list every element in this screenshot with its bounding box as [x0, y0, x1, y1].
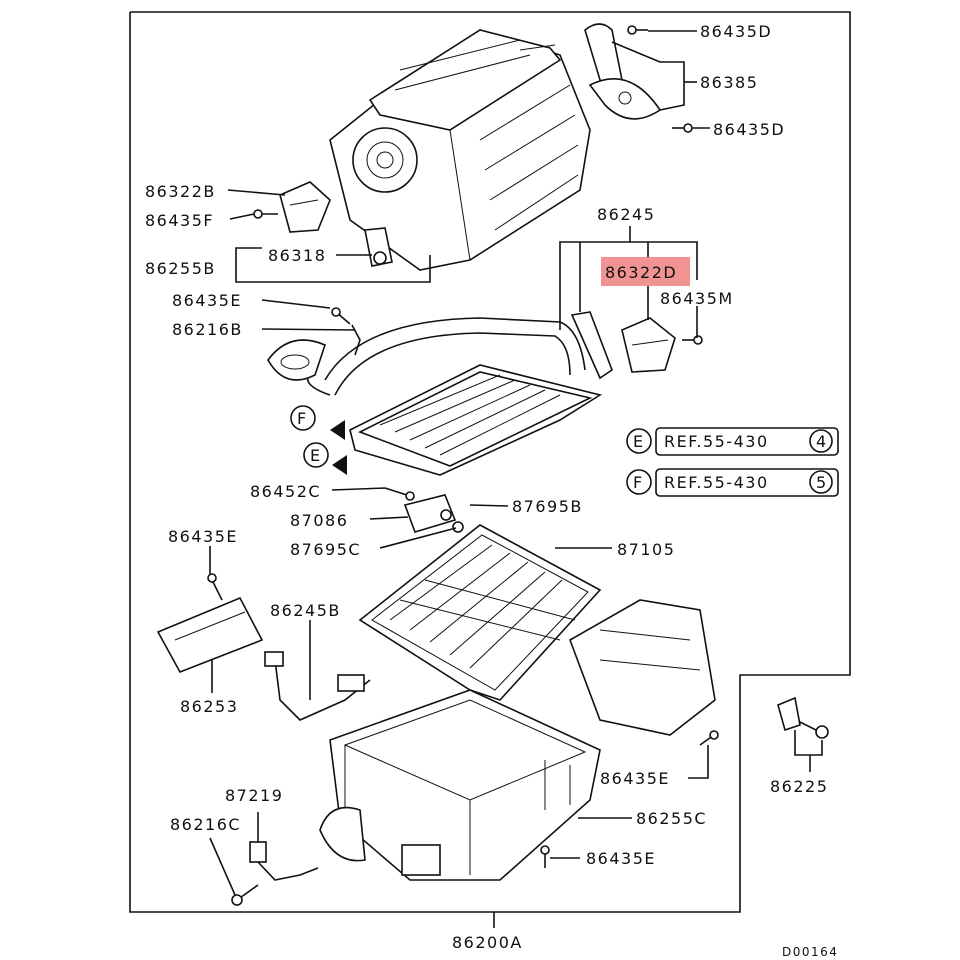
label-86322D: 86322D: [605, 263, 677, 282]
label-86435E-b: 86435E: [168, 527, 238, 546]
arrow-F: F: [290, 405, 345, 440]
heater-core: [306, 317, 603, 476]
label-86435D-mid: 86435D: [713, 120, 785, 139]
arrow-E-marker: E: [310, 446, 322, 465]
label-86245: 86245: [597, 205, 655, 224]
link-part-86385: [584, 23, 662, 120]
label-86452C: 86452C: [250, 482, 321, 501]
label-86255C: 86255C: [636, 809, 707, 828]
valve-87086: [403, 494, 457, 533]
ref-E-num: 4: [816, 432, 828, 451]
highlight-86322D: [601, 257, 690, 286]
label-86322B: 86322B: [145, 182, 216, 201]
screw-86435E-d: [540, 845, 550, 868]
ref-F-num: 5: [816, 473, 828, 492]
gasket-86216B: [267, 339, 326, 381]
arrow-E: E: [303, 442, 347, 475]
oring-87695B: [440, 509, 452, 521]
screw-86435E-c: [699, 730, 719, 746]
duct-right: [569, 599, 716, 736]
label-87695C: 87695C: [290, 540, 361, 559]
ref-F-marker: F: [633, 473, 644, 492]
link-86245: [570, 311, 613, 380]
blower-housing: [329, 29, 591, 271]
label-86253: 86253: [180, 697, 238, 716]
lower-housing-86200A: [319, 689, 601, 881]
evaporator-87105: [358, 524, 602, 701]
label-86318: 86318: [268, 246, 326, 265]
harness-86245B: [264, 651, 371, 721]
ref-box-F: F REF.55-430 5: [626, 468, 839, 497]
label-86435M: 86435M: [660, 289, 734, 308]
label-86435E-a: 86435E: [172, 291, 242, 310]
ref-F-text: REF.55-430: [664, 473, 769, 492]
label-86245B: 86245B: [270, 601, 341, 620]
label-86435E-c: 86435E: [600, 769, 670, 788]
label-86255B: 86255B: [145, 259, 216, 278]
ref-E-marker: E: [633, 432, 645, 451]
label-86385: 86385: [700, 73, 758, 92]
screw-86435E-b: [207, 573, 223, 601]
diagram-frame: [129, 11, 851, 913]
label-87219: 87219: [225, 786, 283, 805]
screw-86435F: [253, 209, 278, 219]
leader-lines: [209, 30, 823, 928]
bracket-86253: [156, 596, 264, 674]
screw-86435M: [682, 335, 703, 345]
label-86435D-top: 86435D: [700, 22, 772, 41]
screw-86435D-top: [627, 25, 648, 35]
ref-E-text: REF.55-430: [664, 432, 769, 451]
screw-86435E-a: [331, 307, 351, 325]
clip-86225: [777, 696, 829, 739]
oring-87695C: [452, 521, 464, 533]
sensor-87219: [249, 841, 319, 881]
label-86216C: 86216C: [170, 815, 241, 834]
label-87105: 87105: [617, 540, 675, 559]
label-87695B: 87695B: [512, 497, 583, 516]
label-86216B: 86216B: [172, 320, 243, 339]
label-86200A: 86200A: [452, 933, 523, 952]
label-87086: 87086: [290, 511, 348, 530]
actuator-86322B: [279, 181, 331, 233]
label-86435E-d: 86435E: [586, 849, 656, 868]
bolt-86452C: [384, 487, 415, 501]
label-86435F: 86435F: [145, 211, 214, 230]
ref-box-E: E REF.55-430 4: [626, 427, 839, 456]
arrow-F-marker: F: [297, 409, 308, 428]
label-86225: 86225: [770, 777, 828, 796]
screw-86216C: [231, 884, 259, 906]
actuator-86322D: [621, 317, 676, 373]
screw-86435D-mid: [672, 123, 693, 133]
diagram-id: D00164: [782, 945, 838, 959]
rod-86318: [364, 227, 393, 267]
